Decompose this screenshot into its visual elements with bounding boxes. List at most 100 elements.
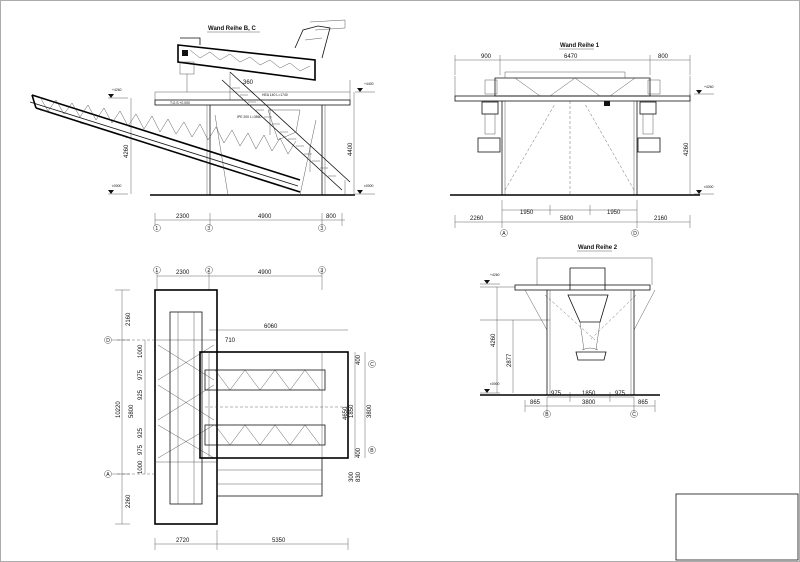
svg-text:2160: 2160 [654, 216, 668, 222]
side-hopper [267, 109, 301, 141]
svg-text:2877: 2877 [507, 353, 513, 367]
svg-text:D: D [106, 338, 110, 344]
elevation-2-view: Wand Reihe 2 +4260 ±0000 [480, 245, 660, 418]
svg-text:±0000: ±0000 [490, 382, 500, 386]
axis-bubble [368, 446, 376, 454]
svg-text:1850: 1850 [582, 391, 596, 397]
axis-bubble [543, 410, 551, 418]
svg-text:4400: 4400 [348, 142, 354, 156]
side-view: Wand Reihe B, C [29, 19, 375, 232]
svg-text:4260: 4260 [491, 333, 497, 347]
svg-text:+4260: +4260 [704, 85, 714, 89]
elev2-deck [514, 284, 651, 291]
axis-bubble [104, 470, 112, 478]
svg-text:975: 975 [138, 444, 144, 455]
svg-text:4650: 4650 [343, 406, 349, 420]
svg-text:975: 975 [138, 369, 144, 380]
plan-horizontal-frame [199, 351, 349, 459]
svg-text:+4260: +4260 [490, 273, 500, 277]
svg-text:3: 3 [207, 226, 210, 232]
svg-text:10220: 10220 [116, 401, 122, 418]
svg-text:5350: 5350 [272, 538, 286, 544]
svg-text:4260: 4260 [684, 142, 690, 156]
svg-text:A: A [502, 231, 506, 237]
svg-text:IPE 200 L=3560: IPE 200 L=3560 [237, 115, 262, 119]
side-view-title: Wand Reihe B, C [208, 26, 256, 32]
svg-text:400: 400 [356, 354, 362, 365]
svg-text:830: 830 [356, 471, 362, 482]
svg-text:3: 3 [320, 268, 323, 274]
plan-view: 2300 4900 1 2 3 [104, 266, 376, 550]
axis-bubble [205, 266, 213, 274]
elev1-drive-units [477, 101, 661, 153]
svg-text:360: 360 [243, 80, 254, 86]
svg-text:2300: 2300 [176, 214, 190, 220]
plan-lower-extension [216, 457, 323, 497]
axis-bubble [318, 266, 326, 274]
svg-text:865: 865 [638, 400, 649, 406]
svg-text:925: 925 [138, 389, 144, 400]
title-block [675, 493, 799, 561]
svg-text:+4400: +4400 [364, 82, 374, 86]
svg-text:2: 2 [207, 268, 210, 274]
svg-text:B: B [545, 412, 549, 418]
svg-text:2160: 2160 [126, 312, 132, 326]
svg-text:975: 975 [615, 391, 626, 397]
elev1-screen-body [484, 71, 661, 97]
svg-text:400: 400 [356, 447, 362, 458]
svg-text:T.O.S.+0.000: T.O.S.+0.000 [170, 101, 190, 105]
svg-text:1000: 1000 [138, 344, 144, 358]
axis-bubble [500, 229, 508, 237]
axis-bubble [205, 224, 213, 232]
svg-text:800: 800 [658, 54, 669, 60]
svg-text:975: 975 [551, 391, 562, 397]
svg-text:865: 865 [530, 400, 541, 406]
side-screen-machine [177, 19, 346, 92]
svg-text:300: 300 [349, 471, 355, 482]
axis-bubble [318, 224, 326, 232]
svg-text:1000: 1000 [138, 460, 144, 474]
svg-text:A: A [106, 472, 110, 478]
side-inclined-conveyor [29, 94, 301, 193]
svg-text:±0000: ±0000 [364, 184, 374, 188]
svg-text:2300: 2300 [176, 270, 190, 276]
svg-text:C: C [370, 362, 374, 368]
axis-bubble [104, 336, 112, 344]
axis-bubble [153, 224, 161, 232]
svg-text:6470: 6470 [564, 54, 578, 60]
svg-text:2260: 2260 [126, 494, 132, 508]
svg-text:3800: 3800 [367, 404, 373, 418]
svg-text:1: 1 [155, 226, 158, 232]
elev1-platform-deck [454, 95, 691, 102]
svg-text:900: 900 [481, 54, 492, 60]
svg-text:3800: 3800 [582, 400, 596, 406]
svg-text:1: 1 [155, 268, 158, 274]
svg-text:6060: 6060 [264, 324, 278, 330]
axis-bubble [630, 410, 638, 418]
svg-text:5800: 5800 [129, 404, 135, 418]
side-stairs [221, 71, 351, 195]
elevation-2-title: Wand Reihe 2 [578, 245, 618, 251]
svg-text:±0000: ±0000 [704, 185, 714, 189]
svg-text:1850: 1850 [349, 404, 355, 418]
svg-text:1950: 1950 [607, 210, 621, 216]
side-platform-deck [154, 99, 351, 106]
svg-text:C: C [632, 412, 636, 418]
svg-text:B: B [370, 448, 374, 454]
svg-text:D: D [633, 231, 637, 237]
svg-text:2720: 2720 [176, 538, 190, 544]
svg-text:±0000: ±0000 [112, 184, 122, 188]
svg-text:1950: 1950 [520, 210, 534, 216]
svg-text:+4260: +4260 [112, 88, 122, 92]
elevation-1-title: Wand Reihe 1 [560, 43, 600, 49]
svg-text:800: 800 [326, 214, 337, 220]
elev2-hopper [567, 267, 609, 361]
elevation-1-view: Wand Reihe 1 900 6470 800 [450, 43, 714, 237]
svg-text:710: 710 [225, 338, 236, 344]
svg-text:925: 925 [138, 427, 144, 438]
svg-text:4260: 4260 [124, 144, 130, 158]
svg-text:HEA 140 L=1740: HEA 140 L=1740 [262, 93, 288, 97]
svg-text:4900: 4900 [258, 214, 272, 220]
